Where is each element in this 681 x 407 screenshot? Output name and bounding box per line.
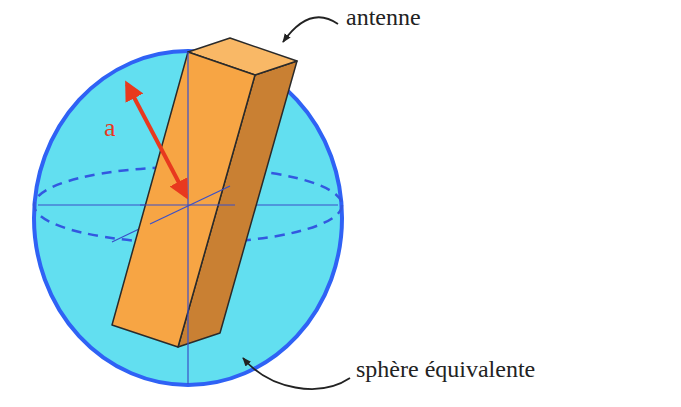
- radius-arrow: [127, 84, 186, 196]
- equivalent-sphere: [34, 51, 342, 385]
- sphere-label: sphère équivalente: [356, 356, 535, 382]
- horizontal-axis-front: [140, 204, 235, 205]
- depth-axis-front: [150, 186, 230, 224]
- antenna-box: [112, 38, 297, 347]
- antenna-label: antenne: [346, 4, 421, 30]
- antenna-leader: [283, 17, 338, 42]
- radius-label: a: [104, 114, 116, 143]
- antenna-front-face: [112, 52, 255, 347]
- vertical-axis: [187, 52, 188, 384]
- sphere-leader: [243, 358, 350, 389]
